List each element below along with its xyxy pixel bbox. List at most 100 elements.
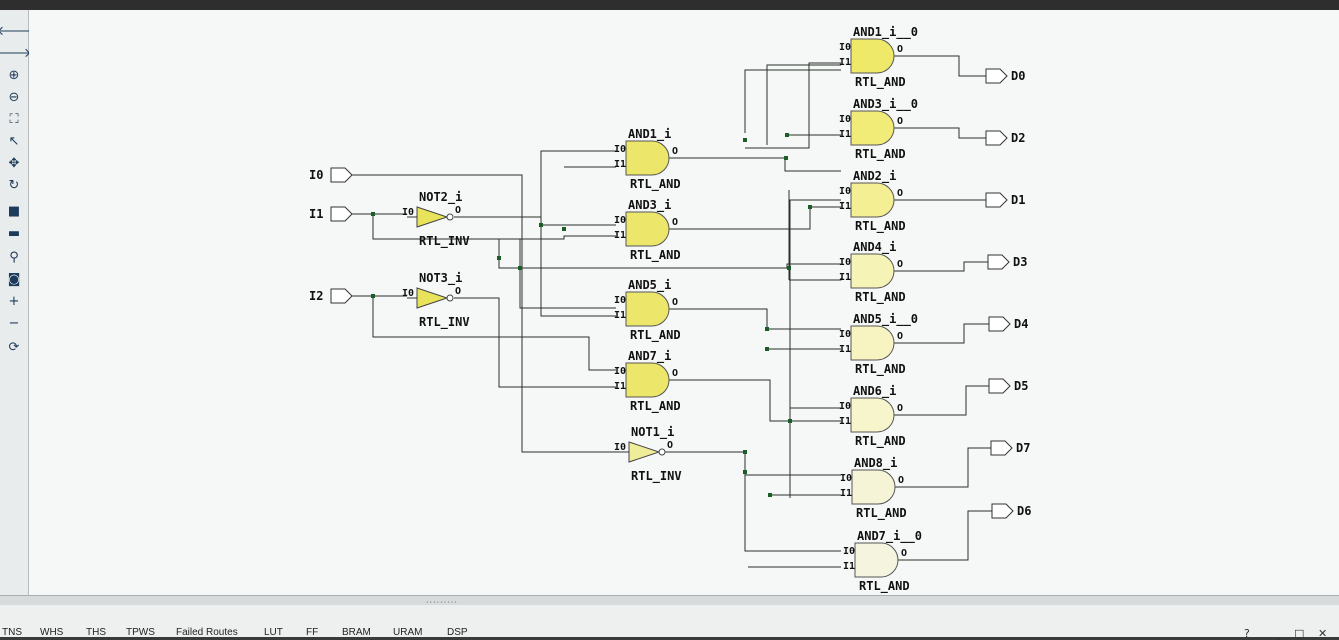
zoom-in-icon[interactable]: ⊕ — [8, 67, 20, 83]
pin-label: I1 — [839, 201, 851, 212]
cell-name-label: AND3_i__0 — [853, 97, 918, 112]
forward-arrow-icon[interactable]: 🡒 — [0, 46, 32, 61]
net-wire[interactable] — [766, 64, 841, 145]
back-arrow-icon[interactable]: 🡐 — [0, 24, 32, 39]
net-wire[interactable] — [540, 150, 616, 225]
input-port-i0[interactable] — [330, 167, 353, 183]
maximize-button[interactable]: □ — [1294, 627, 1305, 640]
expand-icon[interactable]: ✥ — [8, 155, 20, 171]
collapse-icon[interactable]: ▬ — [7, 225, 21, 241]
net-wire[interactable] — [895, 510, 992, 561]
net-wire[interactable] — [891, 127, 986, 139]
net-wire[interactable] — [891, 261, 988, 272]
input-port-i2[interactable] — [330, 288, 353, 304]
input-port-i1[interactable] — [330, 206, 353, 222]
net-wire[interactable] — [891, 323, 989, 344]
net-wire[interactable] — [744, 69, 841, 133]
column-header-ths[interactable]: THS — [86, 627, 106, 638]
regenerate-icon[interactable]: ⟳ — [8, 339, 20, 355]
net-junction — [743, 450, 747, 454]
select-icon[interactable]: ↖ — [8, 133, 20, 149]
net-wire[interactable] — [891, 55, 986, 77]
output-port-d7[interactable] — [990, 440, 1013, 456]
output-port-d4[interactable] — [988, 316, 1011, 332]
column-header-whs[interactable]: WHS — [40, 627, 64, 638]
net-wire[interactable] — [789, 199, 841, 498]
net-wire[interactable] — [744, 472, 841, 552]
search-icon[interactable]: ⚲ — [9, 249, 19, 265]
black-box-icon[interactable]: ■ — [7, 203, 21, 219]
column-header-tns[interactable]: TNS — [2, 627, 22, 638]
net-wire[interactable] — [454, 297, 616, 388]
net-wire[interactable] — [891, 385, 989, 416]
output-port-d1[interactable] — [985, 192, 1008, 208]
net-wire[interactable] — [666, 379, 841, 422]
output-port-d6[interactable] — [991, 503, 1014, 519]
column-header-lut[interactable]: LUT — [264, 627, 283, 638]
net-wire[interactable] — [892, 447, 991, 488]
net-wire[interactable] — [454, 216, 616, 226]
output-port-d0[interactable] — [985, 68, 1008, 84]
pin-label: O — [672, 146, 678, 157]
camera-icon[interactable]: ◙ — [7, 271, 21, 287]
cell-type-label: RTL_AND — [630, 248, 681, 263]
cell-name-label: NOT2_i — [419, 190, 462, 205]
net-wire[interactable] — [662, 451, 841, 476]
output-port-d3[interactable] — [987, 254, 1010, 270]
net-wire[interactable] — [540, 167, 616, 317]
pin-label: O — [901, 548, 907, 559]
input-port-label: I1 — [309, 207, 323, 221]
refresh-icon[interactable]: ↻ — [8, 177, 20, 193]
column-header-tpws[interactable]: TPWS — [126, 627, 155, 638]
pin-label: O — [898, 475, 904, 486]
minimize-button[interactable]: _ — [1276, 627, 1282, 640]
pin-label: I0 — [614, 144, 626, 155]
divider-grip[interactable]: ········· — [426, 598, 458, 607]
net-wire[interactable] — [666, 206, 841, 230]
pin-label: I1 — [839, 129, 851, 140]
net-wire[interactable] — [372, 296, 616, 371]
net-wire[interactable] — [352, 174, 619, 453]
column-header-dsp[interactable]: DSP — [447, 627, 468, 638]
net-wire[interactable] — [789, 407, 841, 436]
column-header-ff[interactable]: FF — [306, 627, 319, 638]
minus-icon[interactable]: − — [8, 315, 20, 331]
pin-label: I0 — [839, 186, 851, 197]
zoom-out-icon[interactable]: ⊖ — [8, 89, 20, 105]
help-button[interactable]: ? — [1244, 627, 1250, 640]
net-wire[interactable] — [789, 278, 842, 281]
net-wire[interactable] — [520, 235, 616, 240]
panel-divider[interactable]: ········· — [0, 595, 1339, 607]
column-header-bram[interactable]: BRAM — [342, 627, 371, 638]
net-wire[interactable] — [666, 308, 841, 330]
net-wire[interactable] — [745, 62, 841, 149]
output-port-d5[interactable] — [988, 378, 1011, 394]
close-button[interactable]: ✕ — [1318, 627, 1328, 640]
column-header-uram[interactable]: URAM — [393, 627, 423, 638]
pin-label: O — [897, 116, 903, 127]
output-port-d2[interactable] — [985, 130, 1008, 146]
pin-label: O — [897, 44, 903, 55]
column-header-failed-routes[interactable]: Failed Routes — [176, 627, 238, 638]
net-wire[interactable] — [666, 157, 841, 172]
output-port-label: D0 — [1011, 69, 1025, 83]
plus-icon[interactable]: + — [8, 293, 20, 309]
zoom-fit-icon[interactable]: ⛶ — [9, 111, 19, 127]
